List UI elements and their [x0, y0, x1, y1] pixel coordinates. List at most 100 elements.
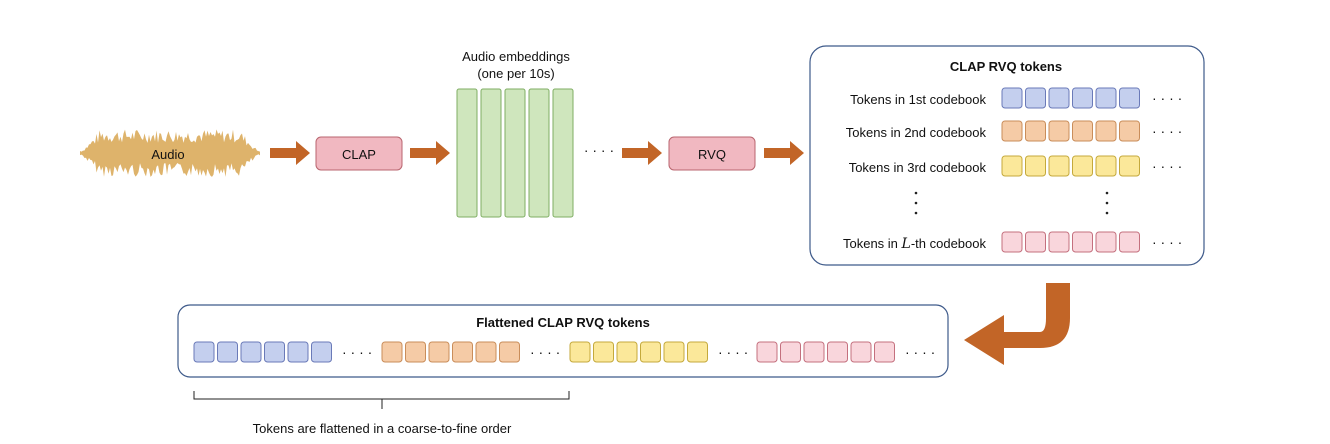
token-cell [1072, 155, 1093, 177]
row-ellipsis: · · · · [1152, 123, 1182, 139]
token-cell [616, 341, 638, 363]
flattened-panel: Flattened CLAP RVQ tokens · · · · · · · ·… [177, 304, 949, 378]
token-cell [850, 341, 872, 363]
token-cell [1048, 120, 1070, 142]
token-cell [874, 341, 895, 363]
token-cell [1095, 231, 1117, 253]
embedding-bar [480, 88, 502, 218]
token-cell [1048, 231, 1070, 253]
audio-waveform: Audio [80, 129, 260, 177]
token-cell [1119, 231, 1140, 253]
group-ellipsis: · · · · [530, 344, 560, 360]
codebook-token-row [1001, 155, 1140, 177]
vertical-dot [1105, 191, 1109, 195]
bracket-line [193, 391, 570, 409]
rvq-tokens-panel: CLAP RVQ tokens Tokens in 1st codebook T… [809, 45, 1205, 266]
token-cell [475, 341, 497, 363]
token-cell [1048, 87, 1070, 109]
embeddings-title-line1: Audio embeddings [462, 49, 570, 64]
vertical-dot [914, 211, 918, 215]
row-ellipsis: · · · · [1152, 158, 1182, 174]
rvq-box [668, 136, 756, 171]
vertical-dot [914, 191, 918, 195]
token-cell [780, 341, 801, 363]
row-ellipsis: · · · · [1152, 234, 1182, 250]
arrow-embeddings-to-rvq [622, 141, 662, 165]
codebook-token-row [1001, 120, 1140, 142]
group-ellipsis: · · · · [718, 344, 748, 360]
token-cell [1048, 155, 1070, 177]
group-ellipsis: · · · · [905, 344, 935, 360]
row-label-codebook-1: Tokens in 1st codebook [850, 92, 986, 107]
embeddings-title-line2: (one per 10s) [477, 66, 554, 81]
rvq-block: RVQ [668, 136, 756, 171]
token-cell [827, 341, 848, 363]
token-cell [1001, 231, 1023, 253]
embedding-bar [504, 88, 526, 218]
token-cell [287, 341, 309, 363]
curved-arrow-icon [964, 283, 1070, 365]
clap-block: CLAP [315, 136, 403, 171]
row-ellipsis: · · · · [1152, 90, 1182, 106]
token-cell [217, 341, 238, 363]
token-cell [1001, 120, 1023, 142]
row-label-codebook-2: Tokens in 2nd codebook [846, 125, 987, 140]
token-cell [1095, 87, 1117, 109]
token-cell [311, 341, 332, 363]
token-cell [1119, 155, 1140, 177]
vertical-dot [1105, 201, 1109, 205]
codebook-token-row [1001, 231, 1140, 253]
arrow-rvq-to-tokens [764, 141, 804, 165]
token-cell [1119, 120, 1140, 142]
rvq-tokens-panel-title: CLAP RVQ tokens [950, 59, 1062, 74]
coarse-to-fine-bracket: Tokens are flattened in a coarse-to-fine… [193, 391, 570, 436]
token-cell [1001, 155, 1023, 177]
token-cell [428, 341, 450, 363]
panel-token-rows: · · · · · · · · · · · · · · · · [1001, 87, 1182, 253]
token-cell [1025, 231, 1046, 253]
audio-embeddings: Audio embeddings (one per 10s) [456, 49, 574, 218]
token-cell [405, 341, 426, 363]
flattened-token-group [756, 341, 895, 363]
clap-box [315, 136, 403, 171]
token-cell [499, 341, 520, 363]
token-cell [1072, 231, 1093, 253]
token-cell [452, 341, 473, 363]
embedding-bar [552, 88, 574, 218]
embedding-bars [456, 88, 574, 218]
flattened-token-group [193, 341, 332, 363]
flattened-panel-title: Flattened CLAP RVQ tokens [476, 315, 650, 330]
flattened-token-group [381, 341, 520, 363]
token-cell [1072, 87, 1093, 109]
rvq-label: RVQ [698, 147, 726, 162]
clap-label: CLAP [342, 147, 376, 162]
waveform-icon [80, 129, 260, 177]
token-cell [193, 341, 215, 363]
token-cell [1095, 155, 1117, 177]
token-cell [756, 341, 778, 363]
token-cell [264, 341, 285, 363]
token-cell [687, 341, 708, 363]
codebook-token-row [1001, 87, 1140, 109]
flow-arrows [270, 141, 804, 165]
bracket-caption: Tokens are flattened in a coarse-to-fine… [253, 421, 512, 436]
embedding-bar [528, 88, 550, 218]
token-cell [1025, 120, 1046, 142]
flattened-token-group [569, 341, 708, 363]
token-cell [1095, 120, 1117, 142]
row-label-codebook-3: Tokens in 3rd codebook [849, 160, 987, 175]
audio-label: Audio [151, 147, 184, 162]
flattened-panel-frame [177, 304, 949, 378]
token-cell [593, 341, 614, 363]
vertical-dot [1105, 211, 1109, 215]
token-cell [1025, 87, 1046, 109]
token-cell [803, 341, 825, 363]
token-cell [1119, 87, 1140, 109]
token-cell [663, 341, 685, 363]
group-ellipsis: · · · · [342, 344, 372, 360]
token-cell [640, 341, 661, 363]
token-cell [1072, 120, 1093, 142]
token-cell [240, 341, 262, 363]
token-cell [569, 341, 591, 363]
